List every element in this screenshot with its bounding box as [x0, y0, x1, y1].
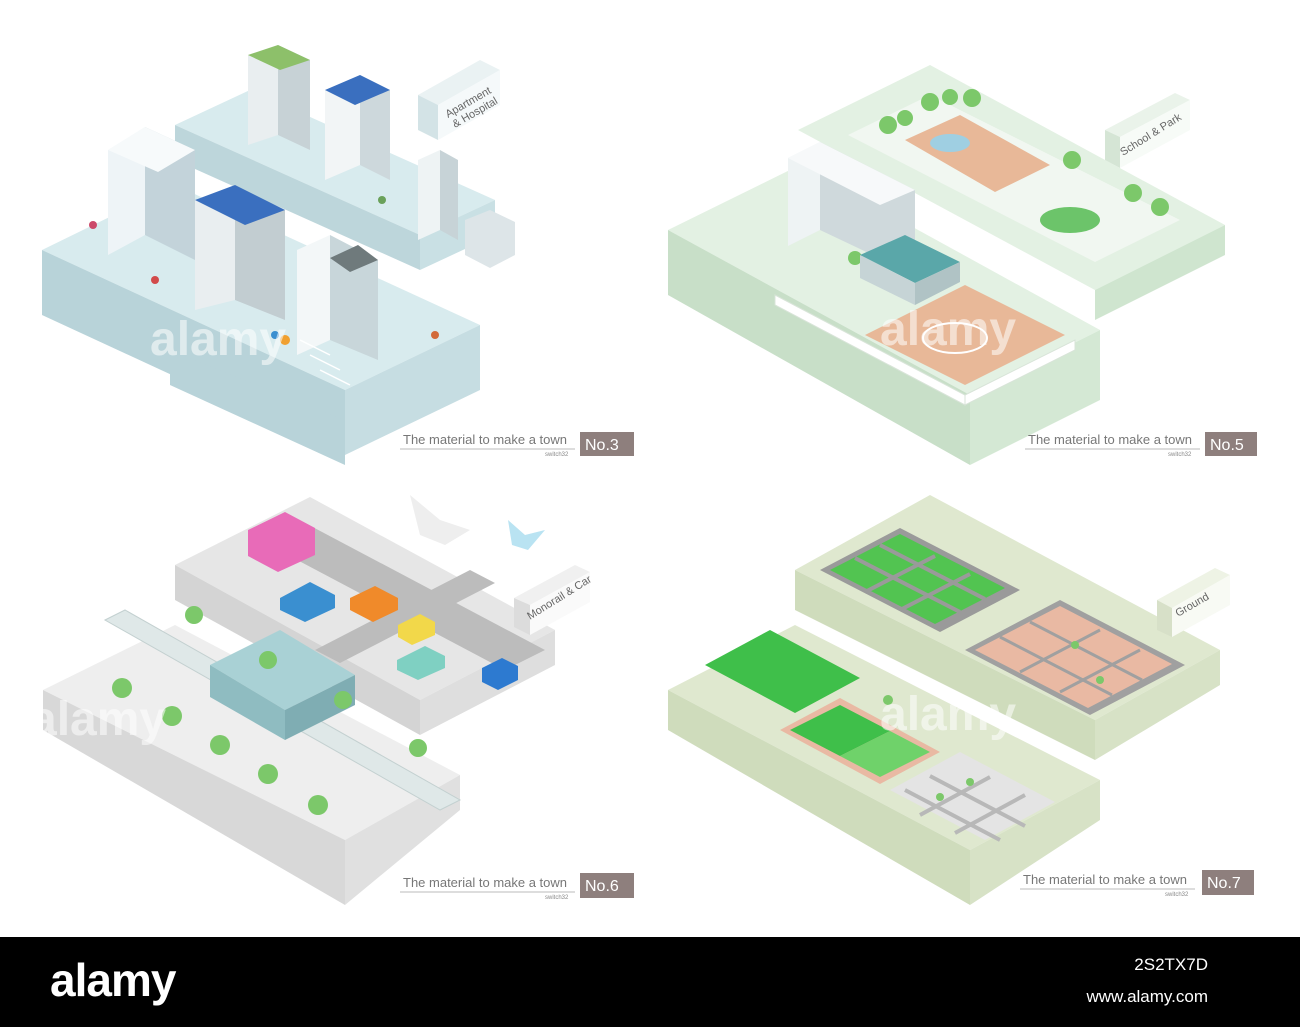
panel-4-caption: The material to make a town	[1023, 872, 1187, 887]
panel-school-park: School & Park The material to make a tow…	[668, 65, 1257, 465]
panel-2-badge-text: No.5	[1210, 437, 1244, 454]
panel-1-caption: The material to make a town	[403, 432, 567, 447]
panel-1-credit: switch32	[545, 452, 569, 458]
panel-monorail-car: Monorail & Car The material to make a to…	[30, 495, 634, 905]
panel-1-badge	[580, 432, 634, 456]
stock-footer-bar: alamy 2S2TX7D www.alamy.com	[0, 937, 1300, 1027]
panel-4-credit: switch32	[1165, 892, 1189, 898]
panel-4-badge	[1202, 870, 1254, 895]
panel-1-watermark: alamy	[150, 313, 286, 366]
panel-ground: Ground The material to make a town switc…	[668, 495, 1254, 905]
panel-3-badge-text: No.6	[585, 878, 619, 895]
panel-3-watermark: alamy	[30, 693, 166, 746]
panel-2-watermark: alamy	[880, 303, 1016, 356]
panel-3-credit: switch32	[545, 895, 569, 901]
panel-3-badge	[580, 873, 634, 898]
panel-2-badge	[1205, 432, 1257, 456]
panel-4-watermark: alamy	[880, 688, 1016, 741]
panel-1-badge-text: No.3	[585, 437, 619, 454]
panel-2-caption: The material to make a town	[1028, 432, 1192, 447]
image-id: 2S2TX7D	[1134, 955, 1208, 974]
town-illustration: Apartment & Hospital The material to mak…	[30, 45, 1257, 905]
site-url: www.alamy.com	[1086, 987, 1208, 1006]
panel-3-caption: The material to make a town	[403, 875, 567, 890]
alamy-logo: alamy	[50, 954, 176, 1006]
panel-apartment-hospital: Apartment & Hospital The material to mak…	[42, 45, 634, 465]
panel-2-credit: switch32	[1168, 452, 1192, 458]
panel-4-badge-text: No.7	[1207, 875, 1241, 892]
